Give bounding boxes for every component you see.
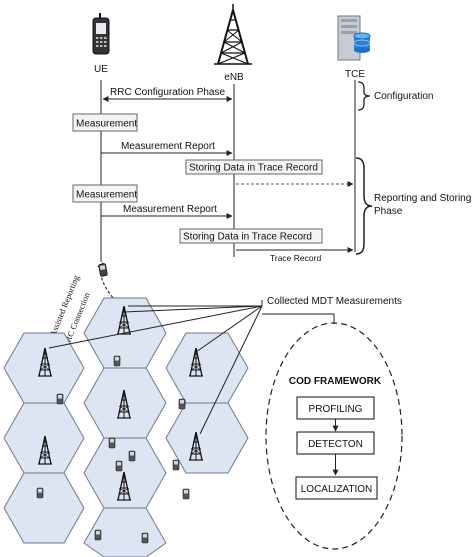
ue-label: UE (94, 64, 108, 75)
cod-framework-title: COD FRAMEWORK (289, 376, 382, 387)
ue-handset-icon (98, 263, 108, 277)
storing-label-2: Storing Data in Trace Record (183, 232, 312, 243)
enb-label: eNB (224, 72, 244, 83)
trace-record-label: Trace Record (270, 253, 321, 263)
reporting-label-line2: Phase (374, 206, 403, 217)
configuration-label: Configuration (374, 91, 433, 102)
measurement-box-1 (72, 113, 138, 132)
hex-cell (165, 402, 249, 474)
profiling-label: PROFILING (309, 404, 363, 415)
ue-small-icon (172, 459, 180, 471)
hex-cell (83, 507, 167, 557)
measurement-label-2: Measurement (76, 190, 137, 201)
ue-small-icon (108, 437, 116, 449)
reporting-brace (355, 157, 373, 255)
hex-cell (165, 332, 249, 404)
cod-framework-boundary (265, 322, 403, 550)
ue-small-icon (113, 355, 121, 367)
ue-small-icon (36, 487, 44, 499)
cell-grid-main (3, 297, 249, 557)
ue-small-icon (94, 529, 102, 541)
ue-small-icon (115, 460, 123, 472)
ue-small-icon (128, 450, 136, 462)
tce-server-icon (337, 15, 371, 61)
storing-label-1: Storing Data in Trace Record (189, 163, 318, 174)
hex-cell (3, 472, 85, 544)
reporting-label-line1: Reporting and Storing (374, 193, 471, 204)
storing-box-2 (179, 228, 323, 244)
localization-label: LOCALIZATION (301, 484, 373, 495)
measurement-report-label-2: Measurement Report (123, 204, 217, 215)
localization-box (295, 476, 378, 500)
collected-mdt-label: Collected MDT Measurements (267, 296, 402, 307)
ue-small-icon (56, 393, 64, 405)
enb-tower-icon (214, 4, 252, 65)
hex-cell (83, 437, 167, 509)
ue-phone-icon (92, 13, 110, 55)
configuration-brace (357, 81, 371, 111)
ue-small-icon (141, 532, 149, 544)
detection-label: DETECTON (308, 439, 363, 450)
ue-small-icon (182, 488, 190, 500)
measurement-box-2 (72, 184, 138, 203)
storing-box-1 (185, 159, 323, 175)
rrc-phase-label: RRC Configuration Phase (110, 87, 225, 98)
ue-small-icon (178, 398, 186, 410)
mdt-collection-lines (48, 300, 335, 435)
measurement-label-1: Measurement (76, 119, 137, 130)
measurement-report-label-1: Measurement Report (121, 141, 215, 152)
hex-cell (83, 367, 167, 439)
tce-label: TCE (345, 69, 365, 80)
